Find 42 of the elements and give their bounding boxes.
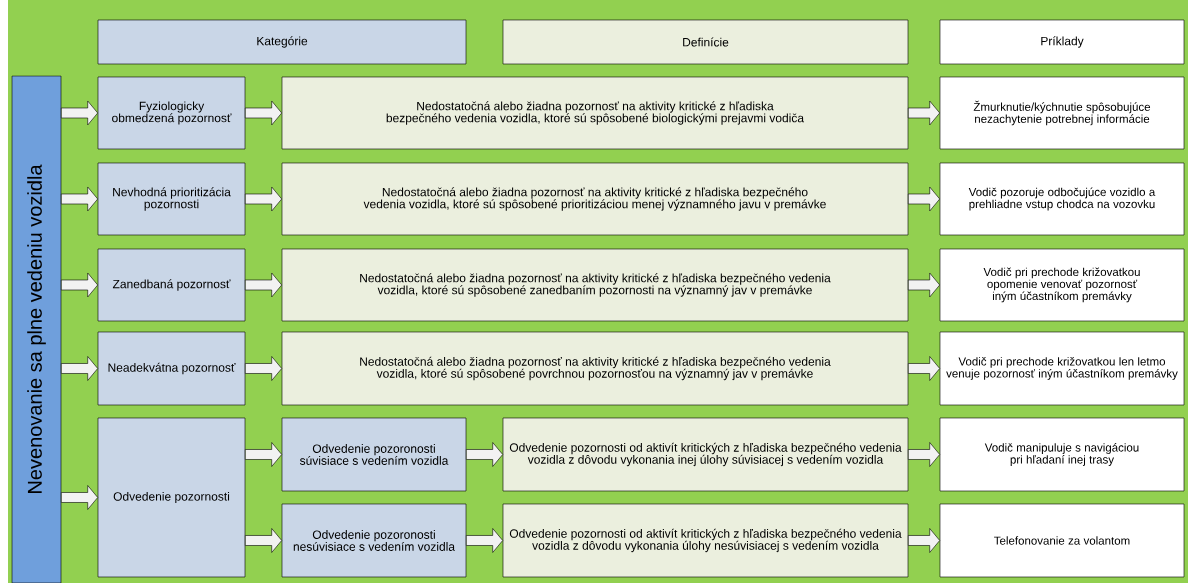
block-arrow xyxy=(245,528,282,553)
category-box: Zanedbaná pozornosť xyxy=(97,248,246,322)
subcategory-box: Odvedenie pozoronosti súvisiace s vedením vozidla xyxy=(281,417,467,492)
definition-box: Nedostatočná alebo žiadna pozornosť na aktivity kritické z hľadiska bezpečného vedenia vozidla, ktoré sú spôsobené biologickými prejavmi vodiča xyxy=(281,76,909,150)
definition-box: Nedostatočná alebo žiadna pozornosť na aktivity kritické z hľadiska bezpečného vedenia vozidla, ktoré sú spôsobené zanedbaním pozornosti na významný jav v premávke xyxy=(281,248,909,322)
subcategory-box: Odvedenie pozoronosti nesúvisiace s vedením vozidla xyxy=(281,503,467,578)
example-box: Žmurknutie/kýchnutie spôsobujúce nezachytenie potrebnej informácie xyxy=(939,76,1185,150)
block-arrow xyxy=(61,186,98,212)
column-header: Príklady xyxy=(939,19,1185,65)
block-arrow xyxy=(466,528,503,553)
block-arrow xyxy=(61,272,98,298)
example-box: Vodič pri prechode križovatkou len letmo venuje pozornosť iným účastníkom premávky xyxy=(939,331,1185,406)
example-box: Vodič pozoruje odbočujúce vozidlo a prehliadne vstup chodca na vozovku xyxy=(939,162,1185,236)
block-arrow xyxy=(245,186,282,212)
definition-box: Nedostatočná alebo žiadna pozornosť na aktivity kritické z hľadiska bezpečného vedenia vozidla, ktoré sú spôsobené prioritizáciou menej významného javu v premávke xyxy=(281,162,909,236)
block-arrow xyxy=(908,100,940,126)
column-header: Kategórie xyxy=(97,19,467,65)
block-arrow xyxy=(908,272,940,298)
example-box: Vodič manipuluje s navigáciou pri hľadaní inej trasy xyxy=(939,417,1185,492)
category-box: Fyziologicky obmedzená pozornosť xyxy=(97,76,246,150)
category-box: Neadekvátna pozornosť xyxy=(97,331,246,406)
block-arrow xyxy=(466,442,503,467)
block-arrow xyxy=(61,100,98,126)
column-header: Definície xyxy=(502,19,909,65)
definition-box: Odvedenie pozornosti od aktivít kritických z hľadiska bezpečného vedenia vozidla z dôvodu vykonania inej úlohy súvisiacej s vedením vozidla xyxy=(502,417,909,492)
block-arrow xyxy=(908,442,940,467)
example-box: Telefonovanie za volantom xyxy=(939,503,1185,578)
block-arrow xyxy=(908,186,940,212)
example-box: Vodič pri prechode križovatkou opomenie venovať pozornosť iným účastníkom premávky xyxy=(939,248,1185,322)
category-box: Odvedenie pozornosti xyxy=(97,417,246,578)
block-arrow xyxy=(245,442,282,467)
definition-box: Nedostatočná alebo žiadna pozornosť na aktivity kritické z hľadiska bezpečného vedenia vozidla, ktoré sú spôsobené povrchnou pozornosťou na významný jav v premávke xyxy=(281,331,909,406)
block-arrow xyxy=(908,528,940,553)
definition-box: Odvedenie pozornosti od aktivít kritických z hľadiska bezpečného vedenia vozidla z dôvodu vykonania úlohy nesúvisiacej s vedením vozidla xyxy=(502,503,909,578)
vertical-band: Nevenovanie sa plne vedeniu vozidla xyxy=(11,75,62,583)
block-arrow xyxy=(245,356,282,381)
block-arrow xyxy=(908,356,940,381)
block-arrow xyxy=(61,356,98,381)
block-arrow xyxy=(61,485,98,510)
block-arrow xyxy=(245,272,282,298)
block-arrow xyxy=(245,100,282,126)
category-box: Nevhodná prioritizácia pozornosti xyxy=(97,162,246,236)
